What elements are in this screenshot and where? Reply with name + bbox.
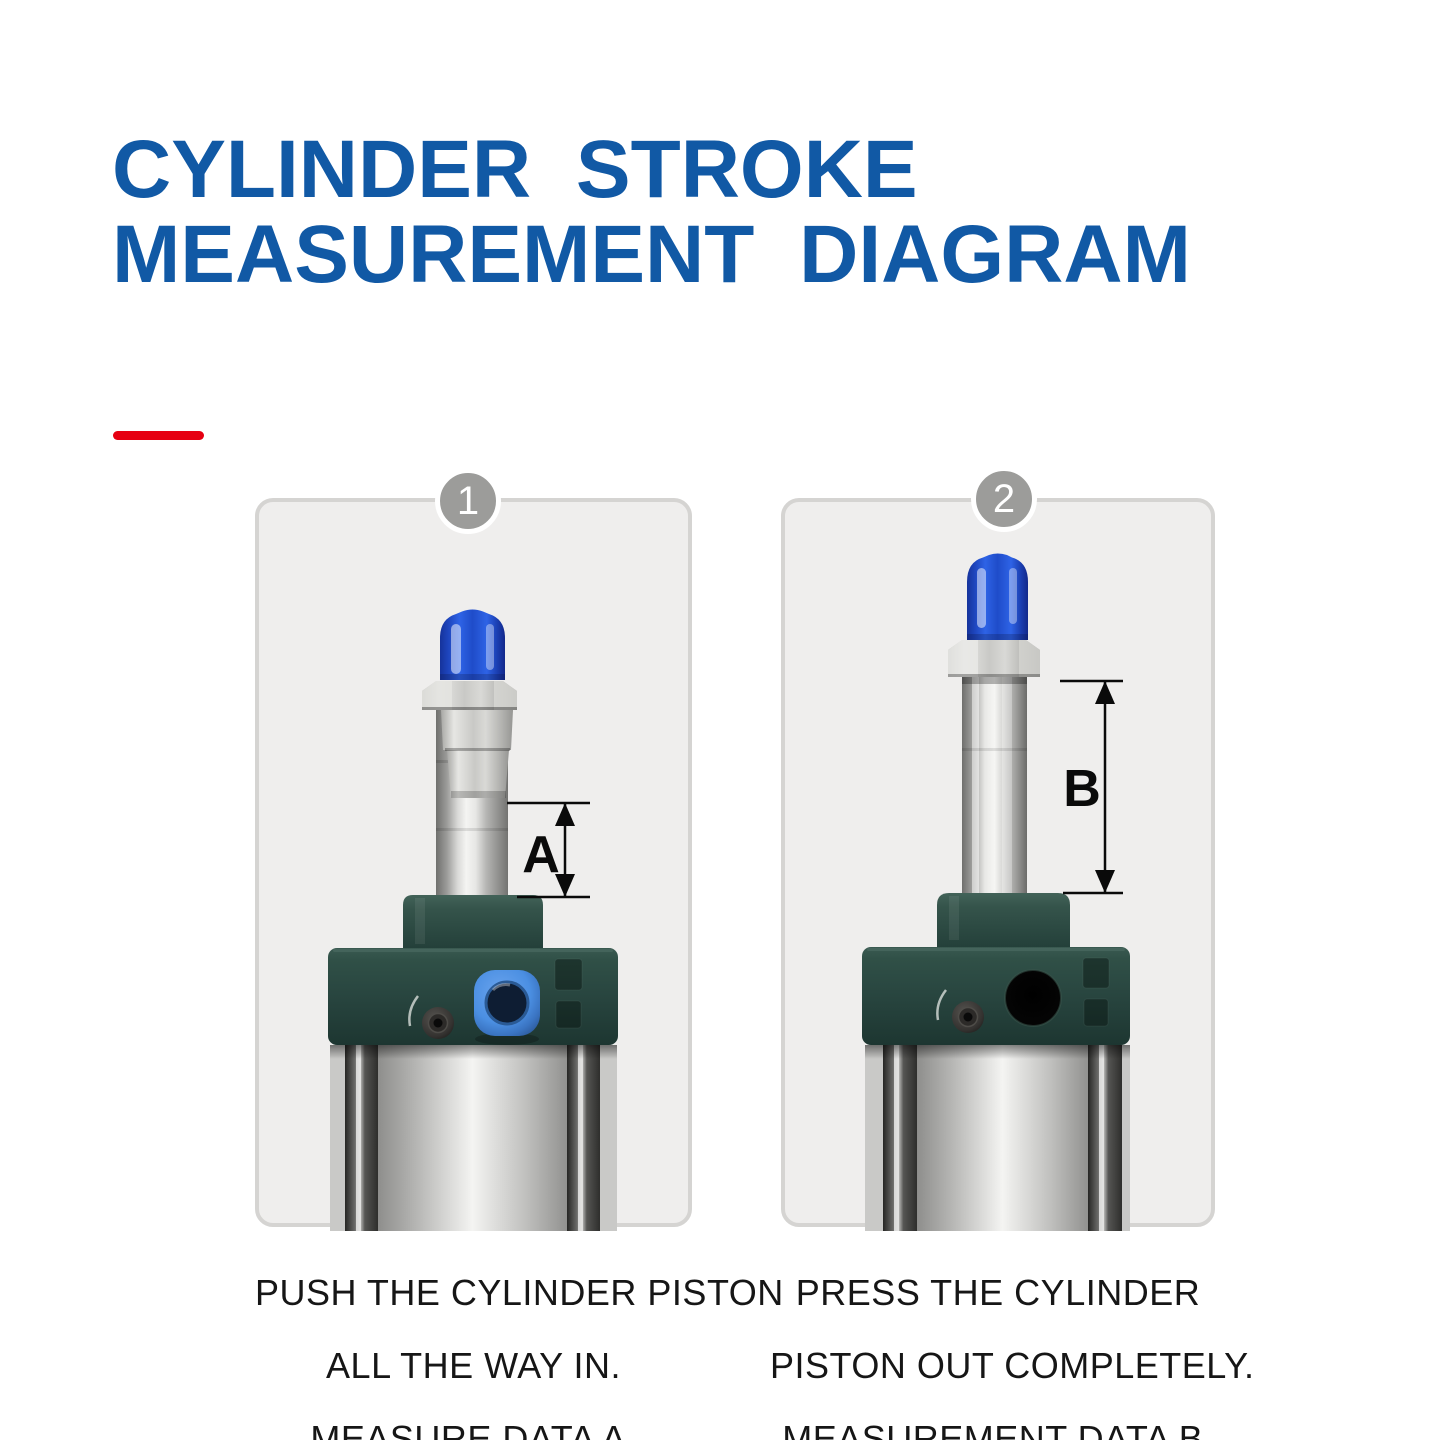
air-fitting-blue: [474, 970, 540, 1045]
rod-cap-blue: [967, 553, 1028, 640]
cylinder-photo-extended: B: [862, 553, 1130, 1231]
hex-nut: [948, 640, 1040, 677]
caption-step-2: PRESS THE CYLINDER PISTON OUT COMPLETELY…: [770, 1256, 1255, 1440]
title-line-2: MEASUREMENT DIAGRAM: [112, 209, 1191, 300]
piston-rod-extended: [962, 648, 1027, 898]
caption-line: PISTON OUT COMPLETELY.: [770, 1345, 1255, 1386]
step-number-1: 1: [456, 478, 480, 523]
measure-label-b: B: [1063, 760, 1101, 818]
caption-step-1: PUSH THE CYLINDER PISTON ALL THE WAY IN.…: [255, 1256, 784, 1440]
step-badge-1: 1: [435, 468, 501, 534]
rod-cap-blue: [440, 609, 505, 680]
page-title: CYLINDER STROKE MEASUREMENT DIAGRAM: [112, 127, 1191, 297]
step-number-2: 2: [992, 476, 1016, 521]
caption-line: ALL THE WAY IN.: [326, 1345, 621, 1386]
measure-label-a: A: [522, 826, 560, 884]
measurement-arrow-b: B: [1060, 679, 1123, 895]
hex-nut-stack: [422, 681, 517, 798]
caption-line: MEASUREMENT DATA B.: [782, 1418, 1214, 1440]
cast-mark: [408, 995, 419, 1027]
step-badge-2: 2: [971, 466, 1037, 532]
cylinder-head: [328, 895, 618, 1045]
title-line-1: CYLINDER STROKE: [112, 124, 918, 215]
cylinder-barrel: [865, 1045, 1130, 1231]
cylinder-photo-retracted: A: [328, 609, 618, 1231]
breather-screw: [952, 1001, 984, 1033]
cylinder-barrel: [330, 1045, 617, 1231]
caption-line: PUSH THE CYLINDER PISTON: [255, 1272, 784, 1313]
caption-line: MEASURE DATA A.: [310, 1418, 637, 1440]
cast-mark: [936, 989, 947, 1021]
air-port-hole: [1004, 969, 1062, 1027]
caption-line: PRESS THE CYLINDER: [795, 1272, 1201, 1313]
breather-screw: [422, 1007, 454, 1039]
measurement-arrow-a: A: [507, 801, 590, 899]
accent-bar: [113, 431, 204, 440]
cylinder-head: [862, 893, 1130, 1045]
